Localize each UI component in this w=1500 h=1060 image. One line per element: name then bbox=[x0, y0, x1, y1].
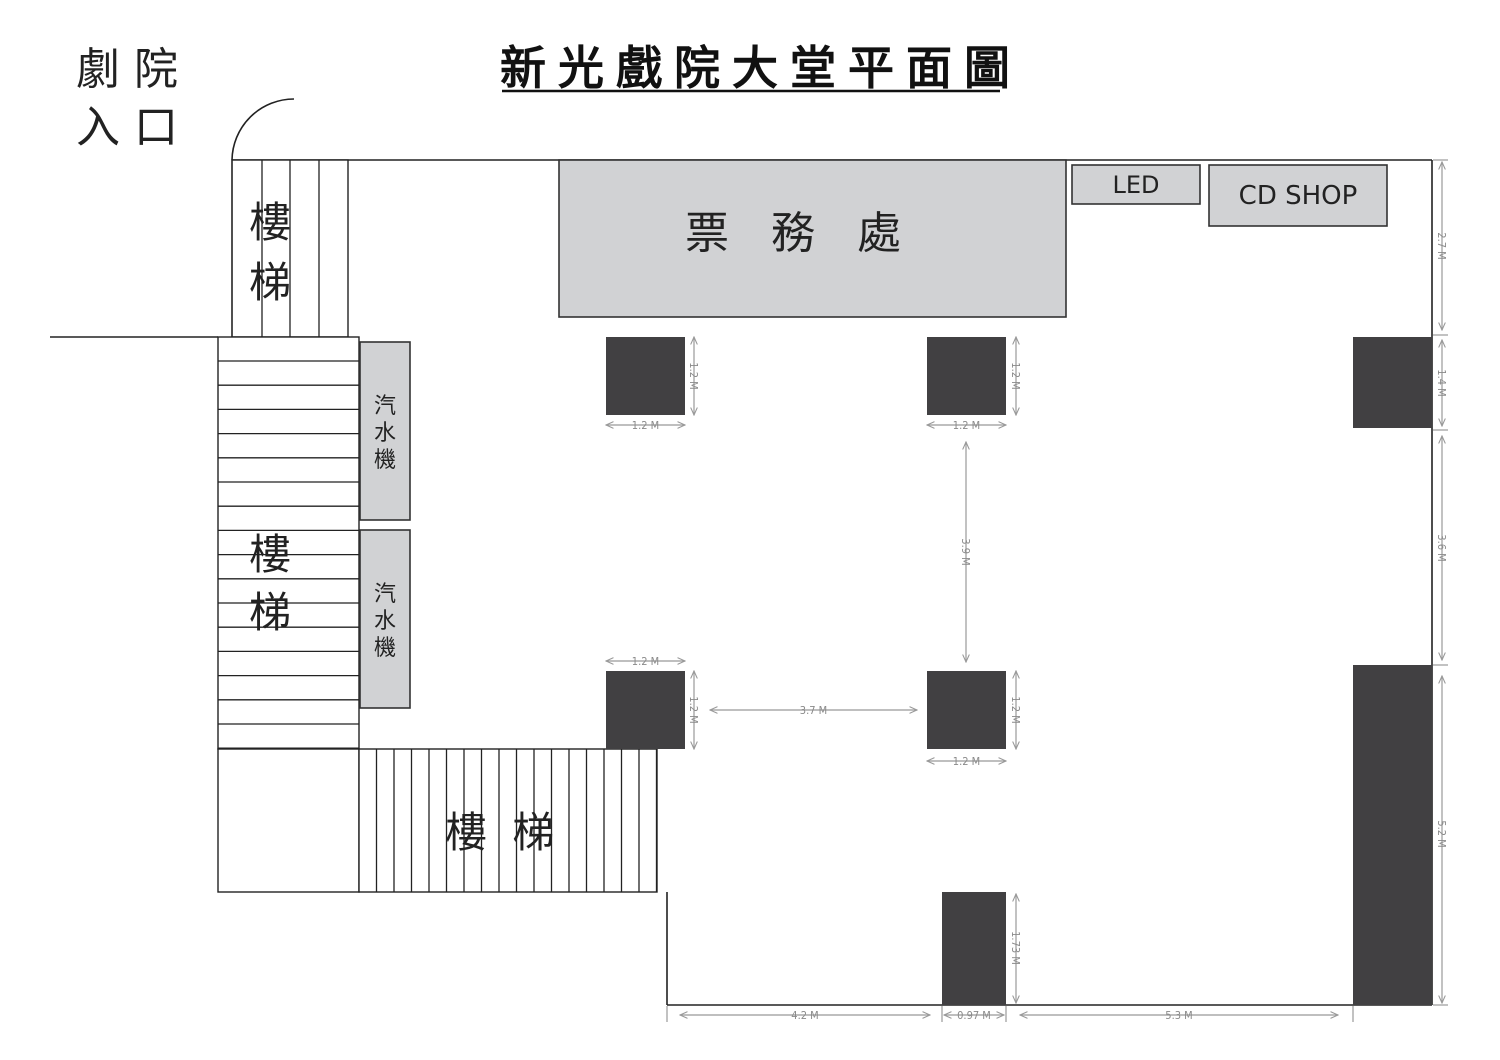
entrance-label-line2: 入 口 bbox=[76, 102, 178, 153]
svg-text:1.2 M: 1.2 M bbox=[953, 419, 980, 432]
entrance-door-swing bbox=[231, 98, 295, 161]
svg-text:5.2 M: 5.2 M bbox=[1435, 820, 1448, 847]
pillar-6 bbox=[1353, 665, 1432, 1005]
stairs-bottom-label: 樓 梯 bbox=[445, 808, 560, 857]
svg-text:1.2 M: 1.2 M bbox=[687, 362, 700, 389]
svg-text:5.3 M: 5.3 M bbox=[1165, 1009, 1192, 1022]
svg-text:水: 水 bbox=[374, 609, 396, 634]
ticket-office-label: 票 務 處 bbox=[685, 208, 915, 259]
svg-text:1.2 M: 1.2 M bbox=[687, 696, 700, 723]
svg-text:4.2 M: 4.2 M bbox=[791, 1009, 818, 1022]
plan-title: 新光戲院大堂平面圖 bbox=[500, 41, 1022, 95]
svg-text:1.2 M: 1.2 M bbox=[632, 655, 659, 668]
svg-text:1.2 M: 1.2 M bbox=[1009, 362, 1022, 389]
svg-text:水: 水 bbox=[374, 421, 396, 446]
svg-text:1.2 M: 1.2 M bbox=[632, 419, 659, 432]
pillar-1 bbox=[606, 337, 685, 415]
svg-text:1.2 M: 1.2 M bbox=[953, 755, 980, 768]
walls bbox=[50, 159, 1433, 1006]
pillar-5 bbox=[927, 671, 1006, 749]
pillar-3 bbox=[1353, 337, 1432, 428]
svg-text:1.73 M: 1.73 M bbox=[1009, 931, 1022, 965]
stairs-left-char2: 梯 bbox=[249, 588, 291, 637]
stairs-top-char2: 梯 bbox=[249, 258, 291, 307]
svg-text:機: 機 bbox=[374, 636, 396, 661]
pillar-2 bbox=[927, 337, 1006, 415]
svg-text:LED: LED bbox=[1112, 171, 1159, 199]
stairs-left-char1: 樓 bbox=[249, 530, 291, 579]
pillar-7 bbox=[942, 892, 1006, 1005]
stairs-top[interactable]: 樓 梯 bbox=[231, 159, 349, 338]
stair-landing bbox=[217, 748, 360, 893]
svg-text:1.4 M: 1.4 M bbox=[1435, 369, 1448, 396]
svg-text:2.7 M: 2.7 M bbox=[1435, 232, 1448, 259]
dimension-annotations: 1.2 M 1.2 M 1.2 M 1.2 M 3.9 M 1.2 M 1.2 … bbox=[606, 159, 1448, 1022]
svg-text:3.9 M: 3.9 M bbox=[959, 538, 972, 565]
svg-text:CD SHOP: CD SHOP bbox=[1239, 181, 1358, 211]
ticket-office[interactable]: 票 務 處 bbox=[558, 159, 1067, 318]
vending-machine-1[interactable]: 汽 水 機 bbox=[359, 341, 411, 521]
pillar-4 bbox=[606, 671, 685, 749]
svg-text:0.97 M: 0.97 M bbox=[957, 1009, 991, 1022]
svg-text:機: 機 bbox=[374, 448, 396, 473]
svg-text:1.2 M: 1.2 M bbox=[1009, 696, 1022, 723]
stairs-left[interactable]: 樓 梯 bbox=[217, 336, 360, 750]
svg-text:汽: 汽 bbox=[374, 394, 396, 419]
cd-shop[interactable]: CD SHOP bbox=[1208, 164, 1388, 227]
stairs-top-char1: 樓 bbox=[249, 198, 291, 247]
stairs-bottom[interactable]: 樓 梯 bbox=[358, 748, 658, 893]
vending-machine-2[interactable]: 汽 水 機 bbox=[359, 529, 411, 709]
entrance-label-line1: 劇 院 bbox=[76, 44, 178, 95]
svg-text:3.6 M: 3.6 M bbox=[1435, 534, 1448, 561]
led-display[interactable]: LED bbox=[1071, 164, 1201, 205]
svg-text:3.7 M: 3.7 M bbox=[800, 704, 827, 717]
svg-text:汽: 汽 bbox=[374, 582, 396, 607]
